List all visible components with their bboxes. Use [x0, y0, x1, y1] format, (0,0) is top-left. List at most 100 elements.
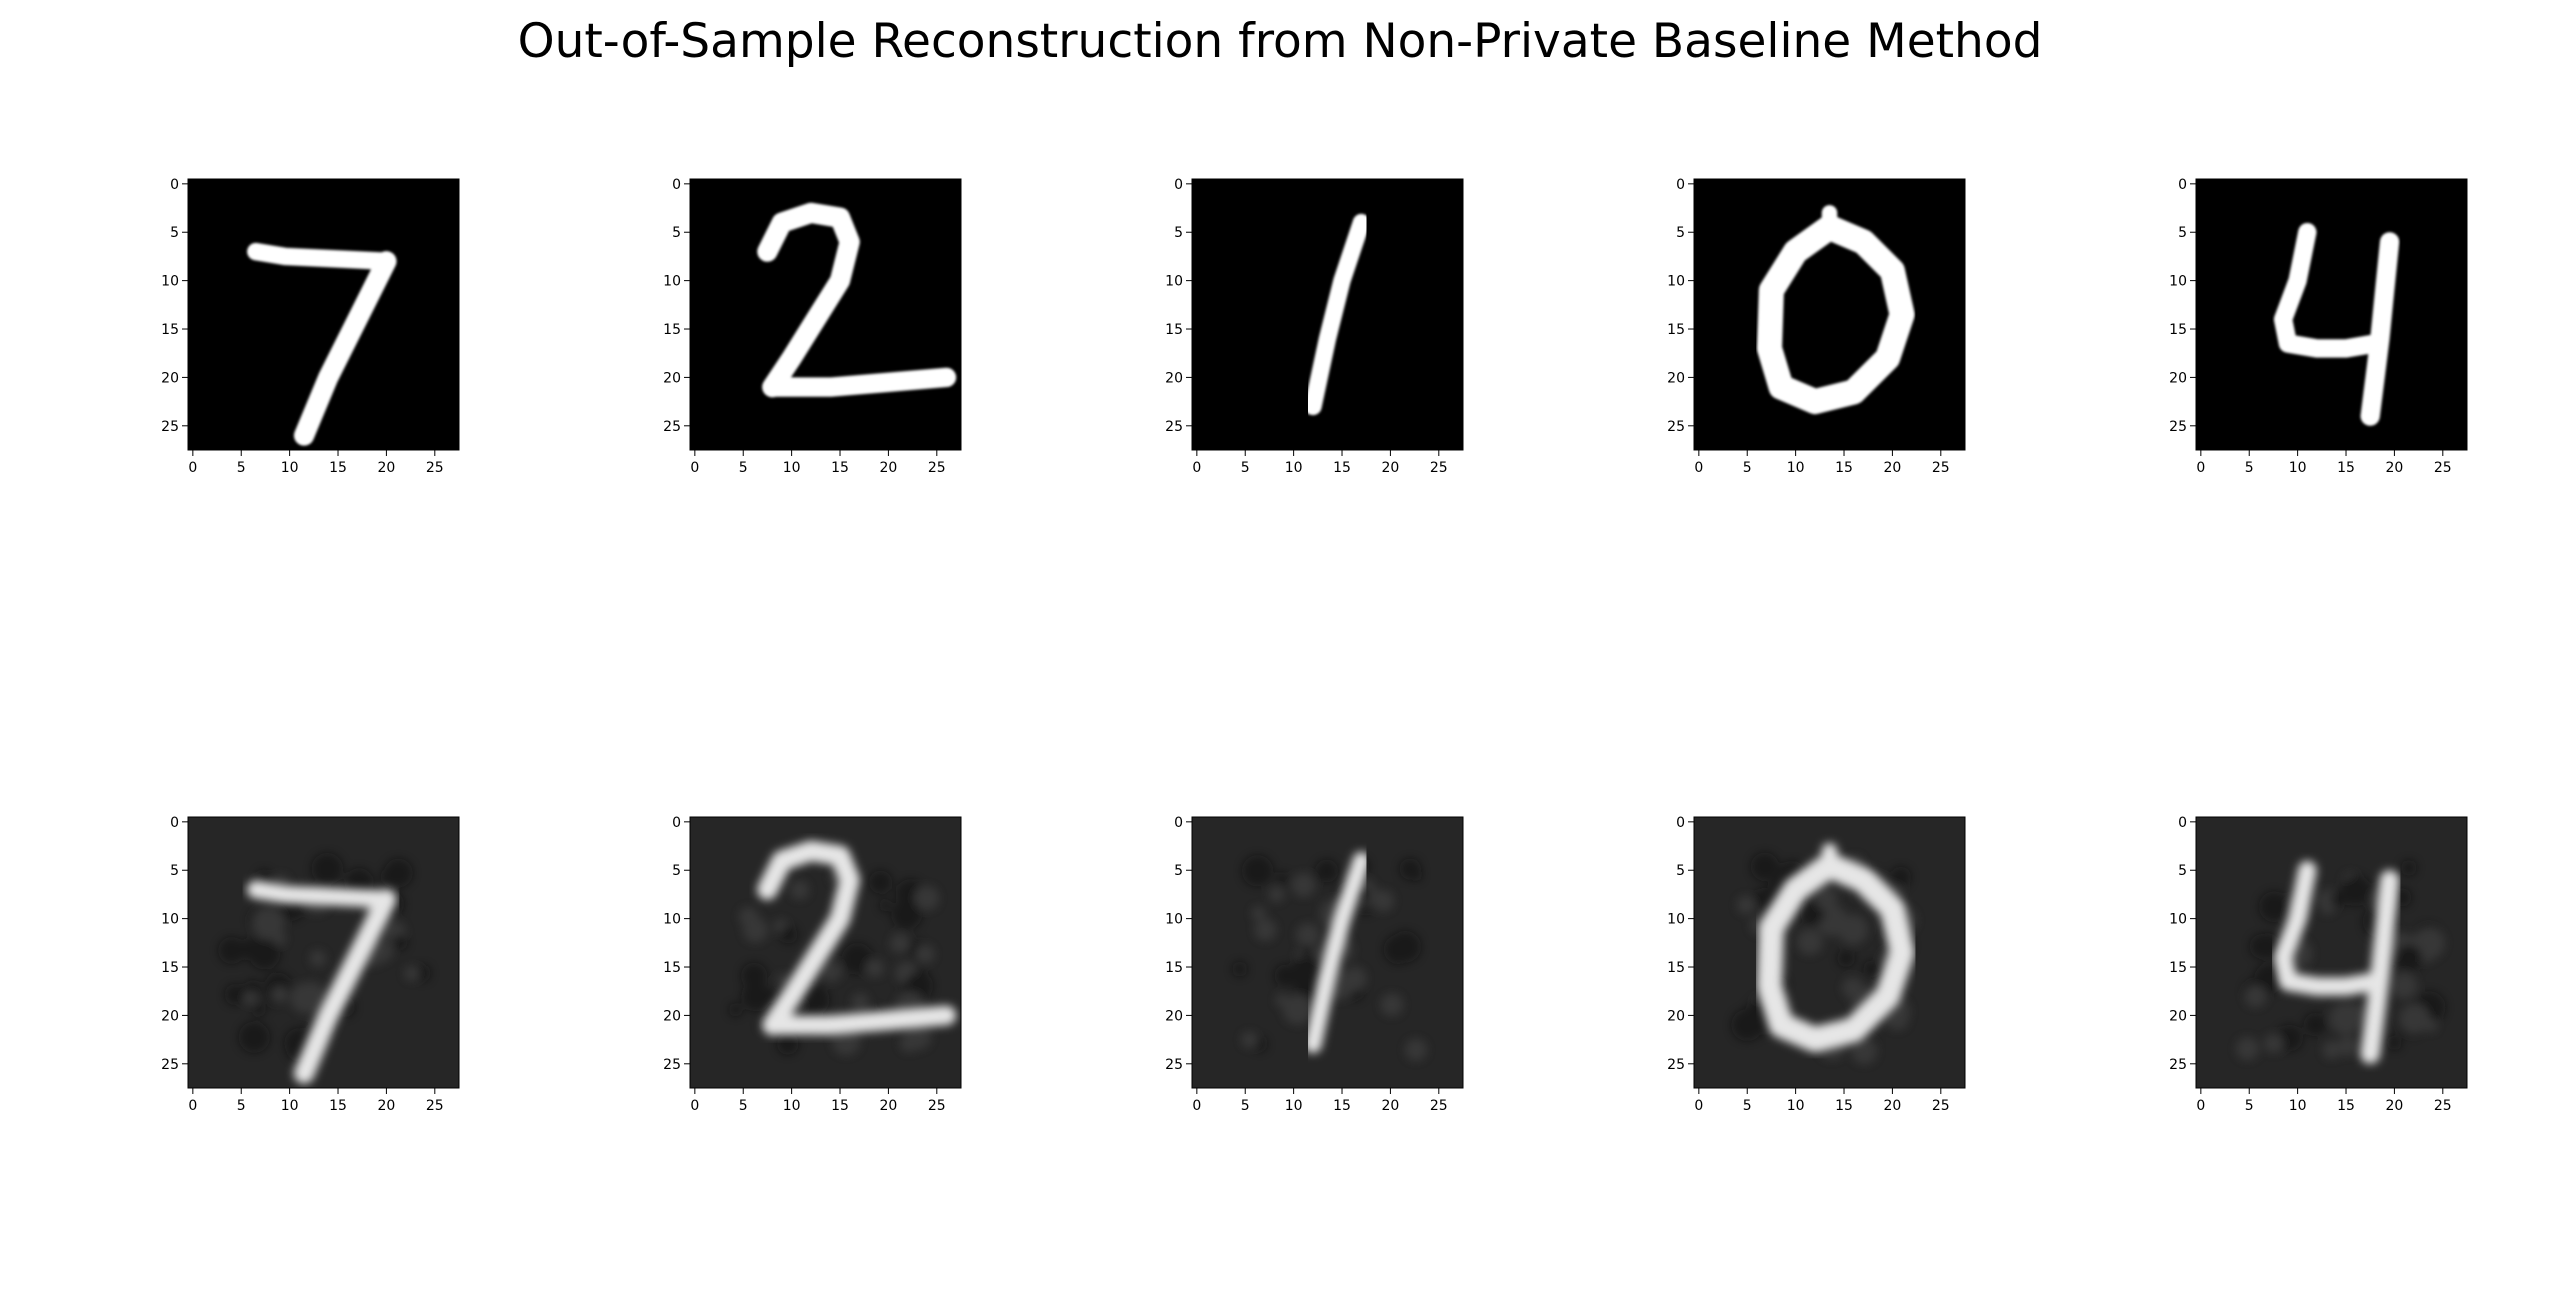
- y-tick-label: 0: [672, 815, 681, 831]
- digit-stroke: [2273, 223, 2385, 358]
- x-tick-label: 25: [1932, 1098, 1950, 1114]
- axes-frame: [689, 178, 962, 451]
- digit-1-strokes: [1304, 851, 1371, 1054]
- y-tick-label: 20: [663, 370, 681, 386]
- y-tick-label: 10: [663, 912, 681, 928]
- axes-frame: [1191, 178, 1464, 451]
- y-tick-label: 0: [1676, 177, 1685, 193]
- digit-stroke: [293, 889, 397, 1084]
- x-tick-label: 25: [928, 1098, 946, 1114]
- digit-4-strokes: [2273, 861, 2400, 1064]
- x-tick-label: 10: [2289, 1098, 2307, 1114]
- y-tick-label: 10: [161, 274, 179, 290]
- digit-stroke: [757, 840, 860, 1036]
- y-tick-label: 25: [1165, 419, 1183, 435]
- y-tick-label: 10: [1667, 912, 1685, 928]
- digit-stroke: [1756, 214, 1915, 415]
- axes-frame: [187, 816, 460, 1089]
- digit-7-strokes: [247, 880, 397, 1084]
- y-tick-label: 15: [1165, 322, 1183, 338]
- x-tick-label: 0: [690, 460, 699, 476]
- y-tick-label: 0: [2178, 177, 2187, 193]
- y-tick-label: 15: [161, 960, 179, 976]
- x-tick-label: 25: [1932, 460, 1950, 476]
- figure-title: Out-of-Sample Reconstruction from Non-Pr…: [517, 14, 2043, 69]
- digit-stroke: [757, 202, 860, 398]
- y-tick-label: 15: [1667, 322, 1685, 338]
- x-tick-label: 20: [1381, 1098, 1399, 1114]
- y-tick-label: 20: [1667, 1008, 1685, 1024]
- x-tick-label: 15: [1835, 1098, 1853, 1114]
- x-tick-label: 20: [377, 460, 395, 476]
- digit-stroke: [293, 251, 397, 446]
- digit-stroke: [2273, 861, 2385, 996]
- y-tick-label: 0: [672, 177, 681, 193]
- x-tick-label: 5: [1241, 1098, 1250, 1114]
- y-tick-label: 15: [1165, 960, 1183, 976]
- x-tick-label: 25: [1430, 1098, 1448, 1114]
- axes-frame: [1693, 178, 1966, 451]
- y-tick-label: 15: [2169, 960, 2187, 976]
- x-tick-label: 20: [879, 1098, 897, 1114]
- y-tick-label: 25: [1165, 1057, 1183, 1073]
- digit-stroke: [247, 242, 396, 271]
- y-tick-label: 20: [2169, 370, 2187, 386]
- y-tick-label: 5: [1676, 863, 1685, 879]
- image-background: [2196, 179, 2467, 450]
- x-tick-label: 5: [739, 460, 748, 476]
- x-tick-label: 25: [426, 460, 444, 476]
- x-tick-label: 5: [2245, 460, 2254, 476]
- x-tick-label: 20: [1883, 1098, 1901, 1114]
- x-tick-label: 15: [1333, 460, 1351, 476]
- y-tick-label: 5: [672, 225, 681, 241]
- x-tick-label: 15: [2337, 1098, 2355, 1114]
- y-tick-label: 10: [1165, 274, 1183, 290]
- digit-2-strokes: [757, 840, 957, 1036]
- x-tick-label: 15: [1333, 1098, 1351, 1114]
- x-tick-label: 20: [1883, 460, 1901, 476]
- x-tick-label: 5: [1743, 1098, 1752, 1114]
- x-tick-label: 0: [1694, 1098, 1703, 1114]
- x-tick-label: 25: [1430, 460, 1448, 476]
- x-tick-label: 15: [831, 460, 849, 476]
- y-tick-label: 20: [1165, 370, 1183, 386]
- x-tick-label: 10: [1787, 460, 1805, 476]
- y-tick-label: 10: [2169, 912, 2187, 928]
- x-tick-label: 0: [1694, 460, 1703, 476]
- digit-stroke: [1304, 213, 1371, 416]
- x-tick-label: 5: [739, 1098, 748, 1114]
- y-tick-label: 15: [2169, 322, 2187, 338]
- y-tick-label: 10: [2169, 274, 2187, 290]
- y-tick-label: 5: [170, 863, 179, 879]
- digit-7-strokes: [247, 242, 397, 446]
- x-tick-label: 20: [2385, 460, 2403, 476]
- y-tick-label: 25: [663, 419, 681, 435]
- x-tick-label: 15: [329, 1098, 347, 1114]
- y-tick-label: 20: [161, 1008, 179, 1024]
- digit-4-strokes: [2273, 223, 2400, 426]
- x-tick-label: 15: [1835, 460, 1853, 476]
- digit-stroke: [762, 367, 957, 397]
- y-tick-label: 5: [2178, 863, 2187, 879]
- digit-stroke: [762, 1005, 957, 1035]
- x-tick-label: 25: [426, 1098, 444, 1114]
- y-tick-label: 25: [2169, 1057, 2187, 1073]
- y-tick-label: 0: [170, 177, 179, 193]
- y-tick-label: 0: [1174, 177, 1183, 193]
- x-tick-label: 15: [2337, 460, 2355, 476]
- digit-stroke: [1756, 852, 1915, 1053]
- y-tick-label: 10: [663, 274, 681, 290]
- x-tick-label: 10: [2289, 460, 2307, 476]
